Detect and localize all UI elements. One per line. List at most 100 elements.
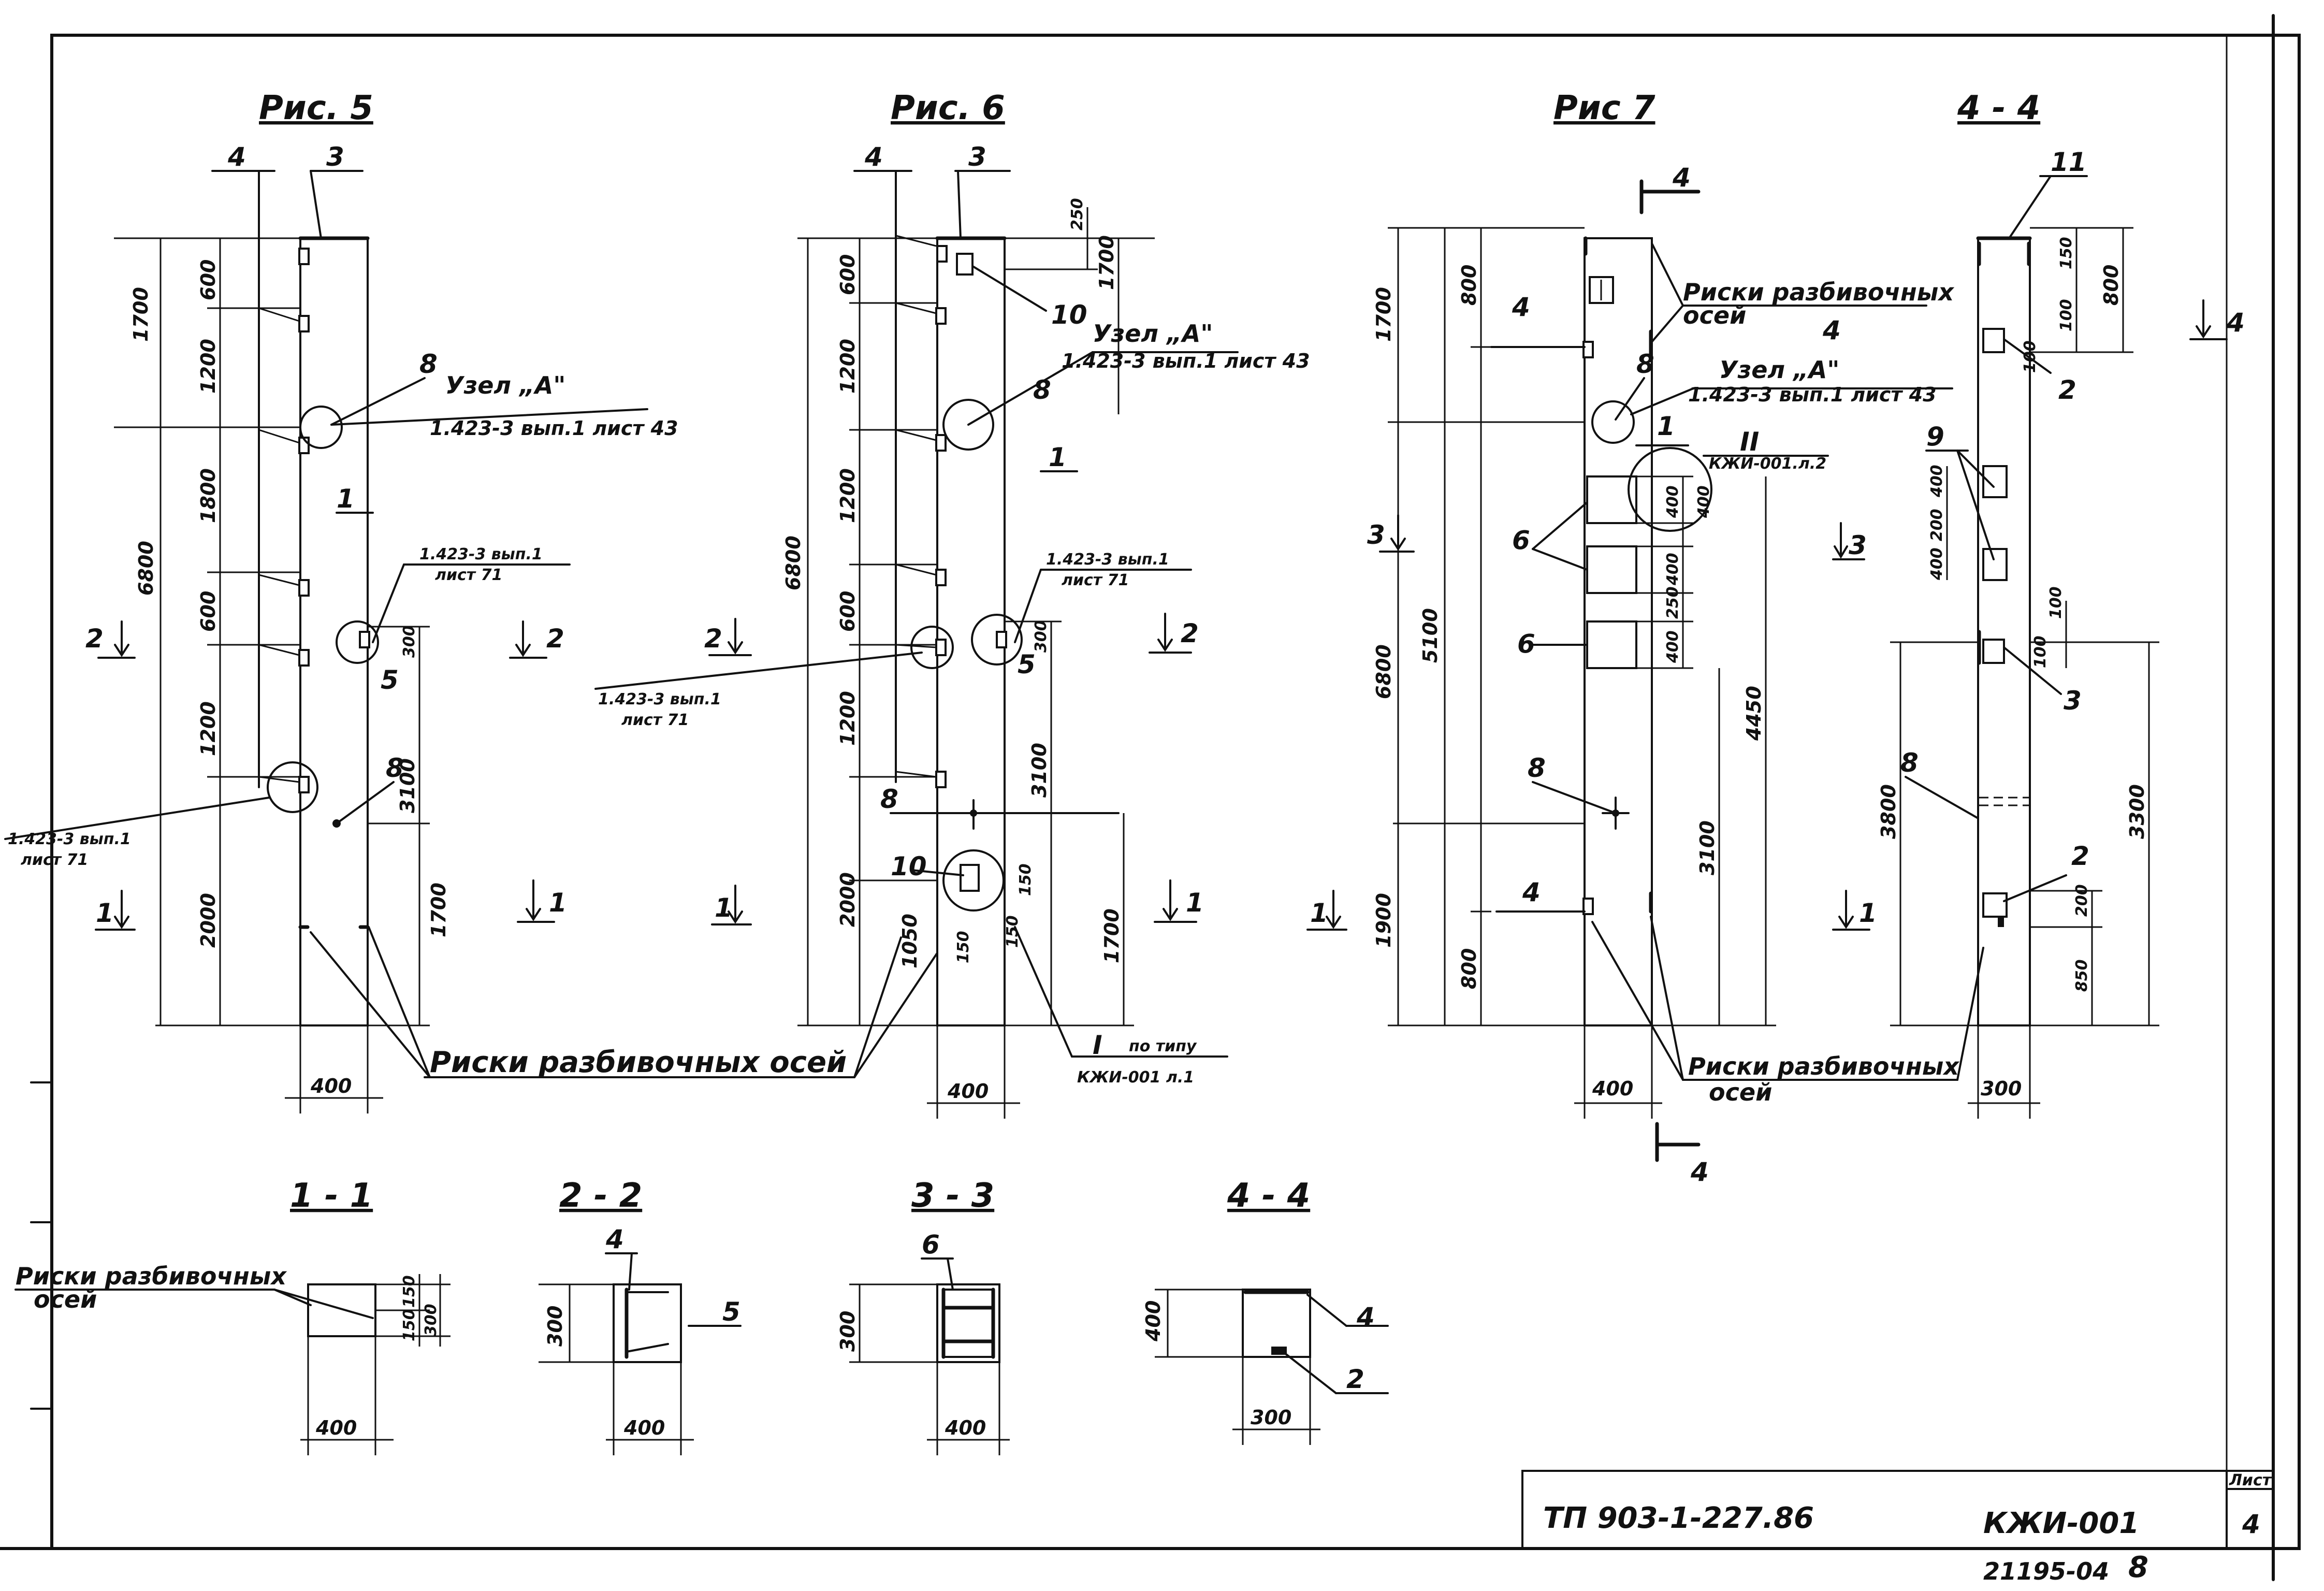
fig5-dim-300: 300	[400, 625, 418, 658]
cs33-dim-300: 300	[836, 1311, 859, 1352]
fig7-dim-4450: 4450	[1742, 686, 1765, 741]
fig7-node-a-ref: 1.423-3 вып.1 лист 43	[1688, 383, 1937, 406]
fig5-node-a-ref: 1.423-3 вып.1 лист 43	[430, 417, 678, 440]
cs22-dim-400: 400	[623, 1416, 665, 1439]
cs44-callout-2: 2	[1346, 1364, 1364, 1394]
figure-5: Рис. 5 4 3 8 Уз	[4, 89, 678, 1113]
fig5-dim-3100: 3100	[396, 758, 419, 813]
fig7-risk-bottom2: осей	[1709, 1078, 1772, 1106]
cs33-title: 3 - 3	[911, 1177, 994, 1215]
sec44-dim-300: 300	[1981, 1077, 2022, 1100]
fig7-cut-4-bottom: 4	[1690, 1157, 1709, 1187]
fig7-dim-800b: 800	[1458, 948, 1480, 989]
fig7-callout-6a: 6	[1512, 525, 1530, 555]
cs44-dim-300: 300	[1251, 1406, 1291, 1429]
fig6-dim-1200c: 1200	[836, 691, 859, 746]
fig7-dim-1700: 1700	[1372, 287, 1395, 342]
sec44-dim-100a: 100	[2057, 299, 2075, 331]
fig7-callout-6b: 6	[1517, 629, 1535, 659]
fig5-dims-left: 1700 6800 600 1200 1800 600 1200 2000	[114, 237, 300, 1026]
sec44-dim-3800: 3800	[1877, 784, 1900, 839]
fig6-dim-400: 400	[947, 1080, 989, 1103]
fig7-dim-400d: 400	[1695, 485, 1713, 518]
sec44-dim-200b: 200	[2073, 884, 2091, 917]
fig6-dims-right: 300 3100 1700 150 150 150	[954, 620, 1134, 1026]
fig6-section-1-left: 1	[715, 893, 733, 923]
fig5-ref-left-sheet: лист 71	[21, 851, 88, 869]
fig7-node-ii-circle	[1628, 447, 1712, 532]
stamp-project: ТП 903-1-227.86	[1543, 1501, 1814, 1535]
sec44-dim-400b: 400	[1928, 547, 1946, 581]
fig5-node-left-circle	[267, 761, 318, 813]
sec44-section-3: 3	[1849, 530, 1867, 560]
sec44-dim-100d: 100	[2031, 635, 2050, 668]
sheet-frame	[0, 14, 2301, 1581]
fig6-dims-left: 6800 600 1200 1200 600 1200 2000 1050	[782, 237, 937, 1026]
fig5-embedded-parts	[298, 248, 370, 793]
sec44-dim-150: 150	[2057, 237, 2075, 269]
sec44-callout-9: 9	[1926, 422, 1944, 452]
fig6-callout-5: 5	[1018, 649, 1036, 679]
fig6-dim-600a: 600	[836, 254, 859, 295]
fig6-dim-1700: 1700	[1095, 235, 1118, 290]
fig6-section-1-right: 1	[1186, 888, 1204, 918]
fig6-callout-10b: 10	[891, 851, 927, 881]
fig6-ref-right-sheet: лист 71	[1062, 571, 1129, 589]
sec44-dim-100c: 100	[2047, 586, 2065, 619]
sec44-openings	[1977, 241, 2031, 927]
fig5-dim-600a: 600	[197, 259, 220, 300]
fig7-cut-4-top: 4	[1672, 163, 1691, 193]
fig6-column	[936, 237, 1006, 1026]
fig6-section-2-left: 2	[704, 624, 722, 654]
fig5-dim-6800: 6800	[135, 541, 157, 596]
fig6-dim-150a: 150	[1016, 863, 1035, 896]
fig7-dim-3100: 3100	[1696, 820, 1719, 875]
fig5-dim-400: 400	[310, 1075, 352, 1097]
fig7-dim-1900: 1900	[1372, 893, 1395, 948]
fig7-dim-800a: 800	[1458, 265, 1480, 306]
cs11-dim-300: 300	[422, 1304, 440, 1336]
fig6-dim-300: 300	[1032, 620, 1050, 653]
fig6-dim-2000: 2000	[836, 872, 859, 927]
stamp-sheet-label: Лист	[2229, 1471, 2272, 1489]
fig6-node-10-circle	[942, 849, 1005, 912]
fig5-callout-4: 4	[227, 142, 246, 172]
sec44-callout-11: 11	[2051, 147, 2087, 177]
fig5-section-2-left: 2	[85, 624, 104, 654]
cs33-dim-400: 400	[945, 1416, 986, 1439]
cs22-title: 2 - 2	[559, 1177, 642, 1215]
fig6-dim-600b: 600	[836, 591, 859, 632]
cross-section-2-2: 2 - 2 4 5 300 400	[539, 1177, 742, 1455]
fig5-callout-8b: 8	[386, 753, 404, 783]
fig5-ref-left: 1.423-3 вып.1	[8, 830, 131, 848]
fig7-dim-5100: 5100	[1419, 608, 1442, 663]
fig6-node-a-label: Узел „А"	[1093, 320, 1213, 348]
sec44-callout-2: 2	[2058, 375, 2076, 405]
fig6-dim-150c: 150	[954, 931, 972, 963]
fig5-callout-3: 3	[326, 142, 344, 172]
fig7-cut-4-mid: 4	[1822, 315, 1841, 345]
fig7-dim-6800: 6800	[1372, 644, 1395, 699]
fig5-dim-1200b: 1200	[197, 701, 220, 756]
fig6-callout-1: 1	[1049, 442, 1067, 472]
fig5-dim-600b: 600	[197, 591, 220, 632]
fig7-dims-left: 1700 6800 5100 1900 800 800	[1372, 227, 1585, 1026]
fig5-section-2-right: 2	[546, 624, 564, 654]
cross-section-4-4: 4 - 4 4 2 400 300	[1142, 1177, 1389, 1445]
fig6-type-ref: КЖИ-001 л.1	[1077, 1068, 1194, 1087]
fig6-ref-right: 1.423-3 вып.1	[1046, 551, 1169, 569]
fig6-section-2-right: 2	[1181, 618, 1199, 648]
fig6-callout-8: 8	[1033, 375, 1051, 405]
cs11-dim-150b: 150	[400, 1309, 418, 1341]
sec44-title: 4 - 4	[1957, 89, 2040, 127]
fig5-dims-right: 300 3100 1700	[368, 625, 450, 1026]
sec44-callout-3: 3	[2064, 686, 2082, 716]
sec44-dim-3300: 3300	[2126, 784, 2148, 839]
fig6-callout-i: I	[1093, 1030, 1102, 1060]
fig6-dim-150b: 150	[1004, 915, 1022, 948]
cross-section-3-3: 3 - 3 6 300 400	[836, 1177, 1010, 1455]
cs22-callout-4: 4	[605, 1224, 624, 1254]
fig5-dim-1700: 1700	[129, 287, 152, 342]
risk-label-shared: Риски разбивочных осей	[310, 926, 938, 1079]
